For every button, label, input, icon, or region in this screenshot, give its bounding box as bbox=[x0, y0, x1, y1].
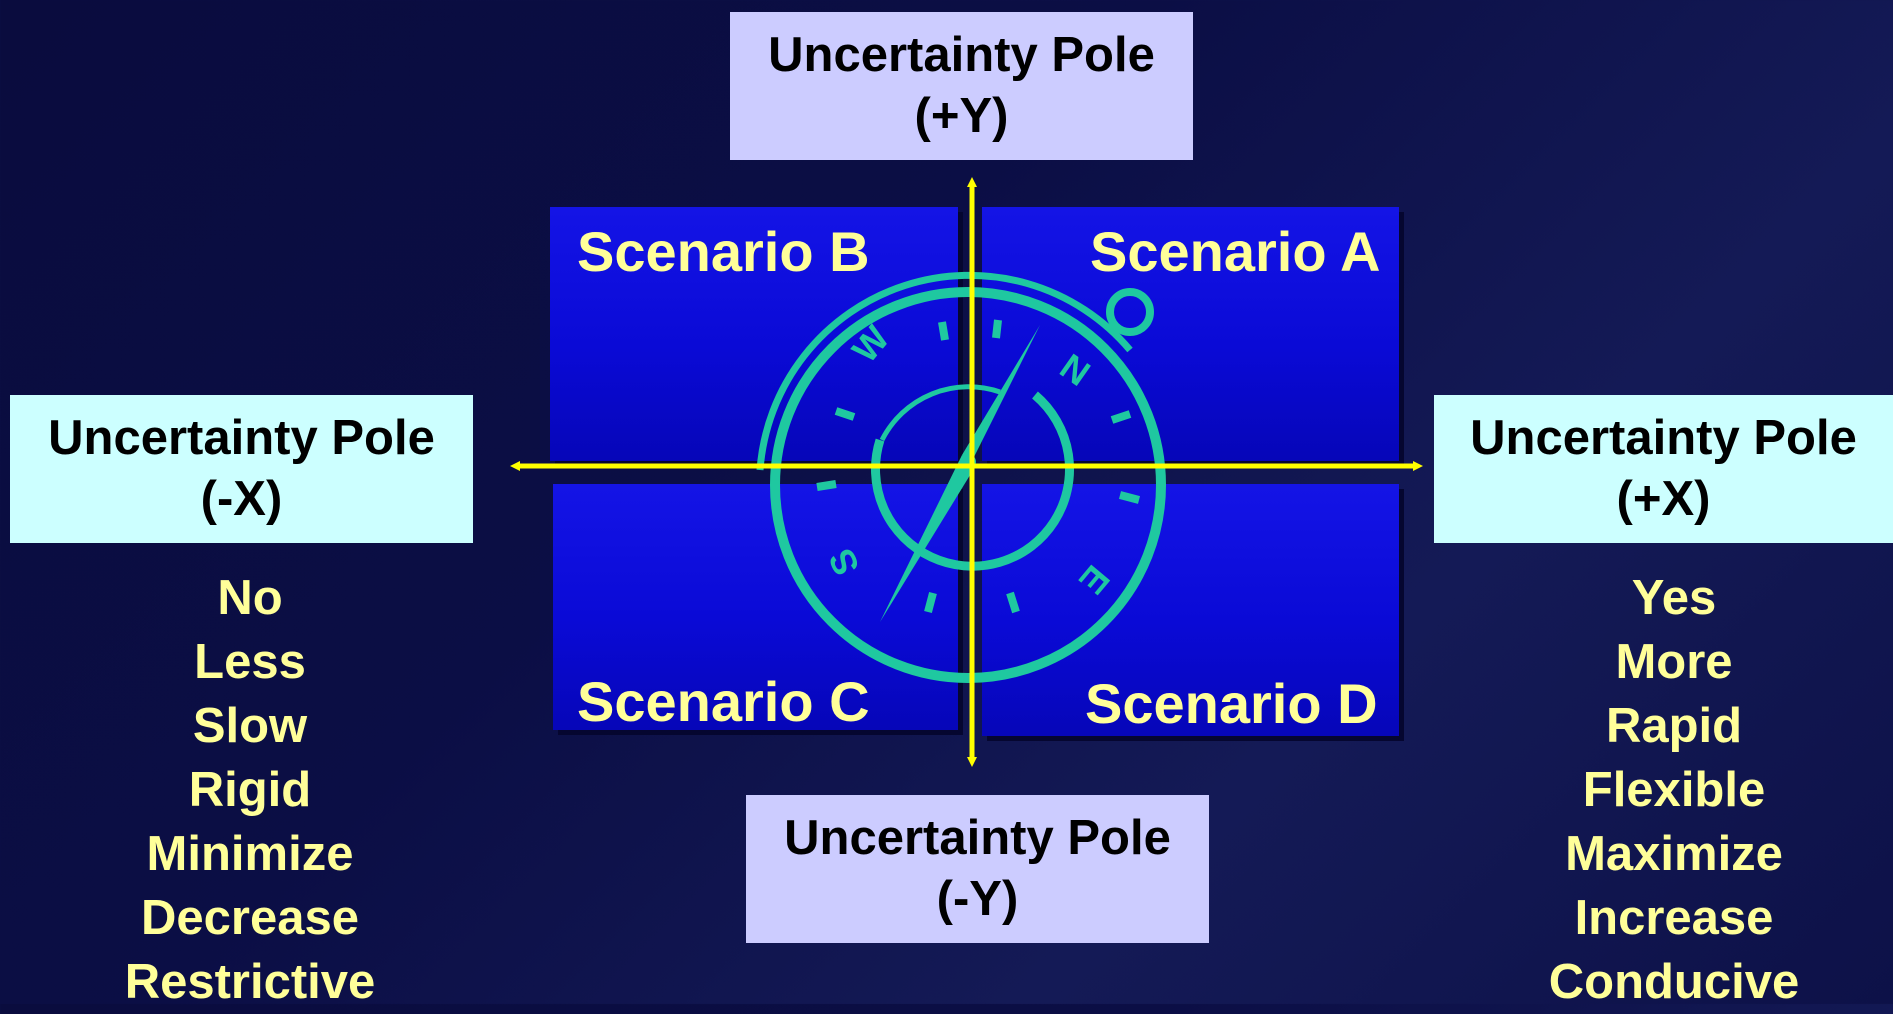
right-word: More bbox=[1615, 635, 1733, 689]
scenario-a-label: Scenario A bbox=[1090, 220, 1381, 283]
pole-top-axis: (+Y) bbox=[914, 89, 1009, 143]
quadrant-b bbox=[550, 207, 958, 461]
pole-top: Uncertainty Pole (+Y) bbox=[730, 12, 1193, 160]
right-word: Conducive bbox=[1548, 955, 1800, 1009]
pole-bottom-axis: (-Y) bbox=[936, 872, 1019, 926]
right-word-list: Yes More Rapid Flexible Maximize Increas… bbox=[1464, 566, 1884, 1014]
axes bbox=[510, 177, 1423, 767]
left-word: Slow bbox=[192, 699, 308, 753]
scenario-d-label: Scenario D bbox=[1085, 672, 1378, 735]
scenario-c-label: Scenario C bbox=[577, 670, 870, 733]
right-word: Yes bbox=[1631, 571, 1717, 625]
scenario-b-label: Scenario B bbox=[577, 220, 870, 283]
left-word: Minimize bbox=[146, 827, 354, 881]
compass-letter-e: E bbox=[1071, 558, 1118, 603]
right-word: Maximize bbox=[1565, 827, 1783, 881]
pole-left-axis: (-X) bbox=[200, 472, 283, 526]
pole-bottom: Uncertainty Pole (-Y) bbox=[746, 795, 1209, 943]
left-word: Restrictive bbox=[124, 955, 376, 1009]
pole-bottom-title: Uncertainty Pole bbox=[784, 811, 1171, 865]
pole-right-axis: (+X) bbox=[1616, 472, 1711, 526]
pole-left-title: Uncertainty Pole bbox=[48, 411, 435, 465]
compass-letter-s: S bbox=[820, 543, 867, 582]
left-word: Rigid bbox=[188, 763, 312, 817]
right-word: Rapid bbox=[1605, 699, 1743, 753]
left-word-list: No Less Slow Rigid Minimize Decrease Res… bbox=[40, 566, 460, 1014]
left-word: No bbox=[217, 571, 283, 625]
right-word: Increase bbox=[1574, 891, 1774, 945]
compass-needle-icon bbox=[880, 325, 1040, 622]
pole-right: Uncertainty Pole (+X) bbox=[1434, 395, 1893, 543]
pole-right-title: Uncertainty Pole bbox=[1470, 411, 1857, 465]
pole-top-title: Uncertainty Pole bbox=[768, 28, 1155, 82]
left-word: Decrease bbox=[141, 891, 359, 945]
compass-icon bbox=[756, 271, 1166, 683]
pole-left: Uncertainty Pole (-X) bbox=[10, 395, 473, 543]
left-word: Less bbox=[194, 635, 306, 689]
compass-letter-n: N bbox=[1053, 346, 1098, 394]
right-word: Flexible bbox=[1582, 763, 1766, 817]
